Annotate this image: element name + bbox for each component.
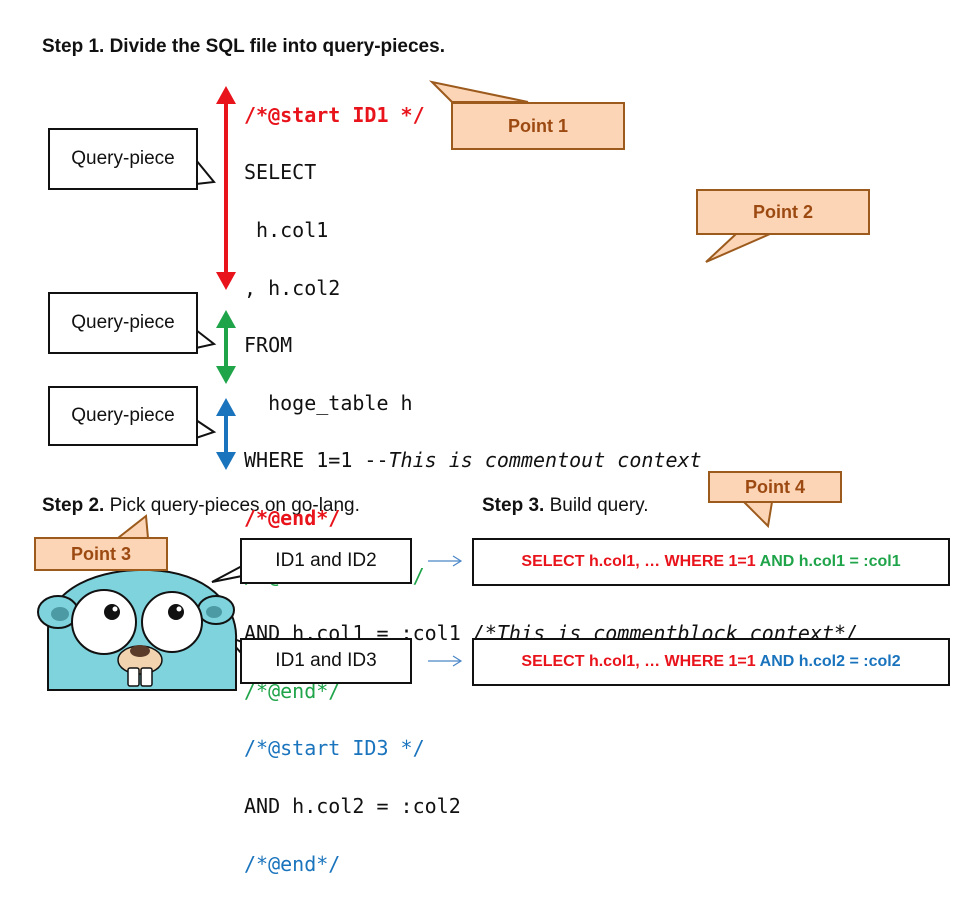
point2-callout: Point 2 — [696, 189, 870, 235]
pick-id1-id3: ID1 and ID3 — [240, 638, 412, 684]
query-piece3-tail — [195, 418, 217, 440]
piece3-double-arrow — [216, 398, 236, 470]
sql-table: hoge_table h — [244, 390, 413, 415]
sql-where: WHERE 1=1 -- — [244, 448, 389, 473]
diagram-overlay — [37, 80, 774, 691]
result-query-2: SELECT h.col1, … WHERE 1=1 AND h.col2 = … — [472, 638, 950, 686]
pick-id1-id2: ID1 and ID2 — [240, 538, 412, 584]
pick1-tail — [211, 564, 243, 583]
point1-callout-shape — [428, 80, 529, 103]
query-piece-callout-3: Query-piece — [48, 386, 198, 446]
step1-title: Step 1. Divide the SQL file into query-p… — [42, 36, 445, 57]
query-piece1-tail — [195, 157, 216, 186]
query-piece2-tail — [195, 327, 217, 350]
result-1-and: AND h.col1 = :col1 — [759, 553, 901, 570]
result-query-1: SELECT h.col1, … WHERE 1=1 AND h.col1 = … — [472, 538, 950, 586]
step2-title: Step 2. — [42, 495, 105, 516]
point3-callout: Point 3 — [34, 537, 168, 571]
result-2-base: SELECT h.col1, … WHERE 1=1 — [521, 653, 756, 670]
step1-heading: Step 1. Divide the SQL file into query-p… — [42, 36, 445, 58]
point3-callout-shape — [115, 514, 150, 539]
sql-start-id1: /*@start ID1 */ — [244, 102, 425, 127]
sql-select: SELECT — [244, 160, 317, 185]
step2-text: Pick query-pieces on go-lang. — [104, 495, 360, 516]
arrow-right-icon — [428, 655, 463, 667]
piece2-double-arrow — [216, 310, 236, 384]
step3-text: Build query. — [544, 495, 649, 516]
point2-callout-shape — [705, 233, 771, 263]
sql-where-line: WHERE 1=1 --This is commentout context — [244, 446, 858, 475]
query-piece-callout-2: Query-piece — [48, 292, 198, 354]
query-piece-callout-1: Query-piece — [48, 128, 198, 190]
point4-callout-shape — [741, 501, 774, 529]
result-1-base: SELECT h.col1, … WHERE 1=1 — [521, 553, 756, 570]
sql-end-id3: /*@end*/ — [244, 851, 341, 876]
step2-heading: Step 2. Pick query-pieces on go-lang. — [42, 495, 360, 517]
sql-from: FROM — [244, 333, 293, 358]
piece1-double-arrow — [216, 86, 236, 290]
point1-callout: Point 1 — [451, 102, 625, 150]
sql-col1: h.col1 — [244, 217, 329, 242]
result-2-and: AND h.col2 = :col2 — [759, 653, 901, 670]
sql-and2: AND h.col2 = :col2 — [244, 793, 461, 818]
sql-start-id3: /*@start ID3 */ — [244, 736, 425, 761]
sql-where-comment: This is commentout context — [388, 448, 702, 473]
point4-callout: Point 4 — [708, 471, 842, 503]
sql-end-id1: /*@end*/ — [244, 505, 341, 530]
gopher-icon — [37, 568, 238, 691]
step3-heading: Step 3. Build query. — [482, 495, 649, 517]
arrow-right-icon — [428, 555, 463, 567]
sql-col2: , h.col2 — [244, 275, 341, 300]
step3-title: Step 3. — [482, 495, 545, 516]
